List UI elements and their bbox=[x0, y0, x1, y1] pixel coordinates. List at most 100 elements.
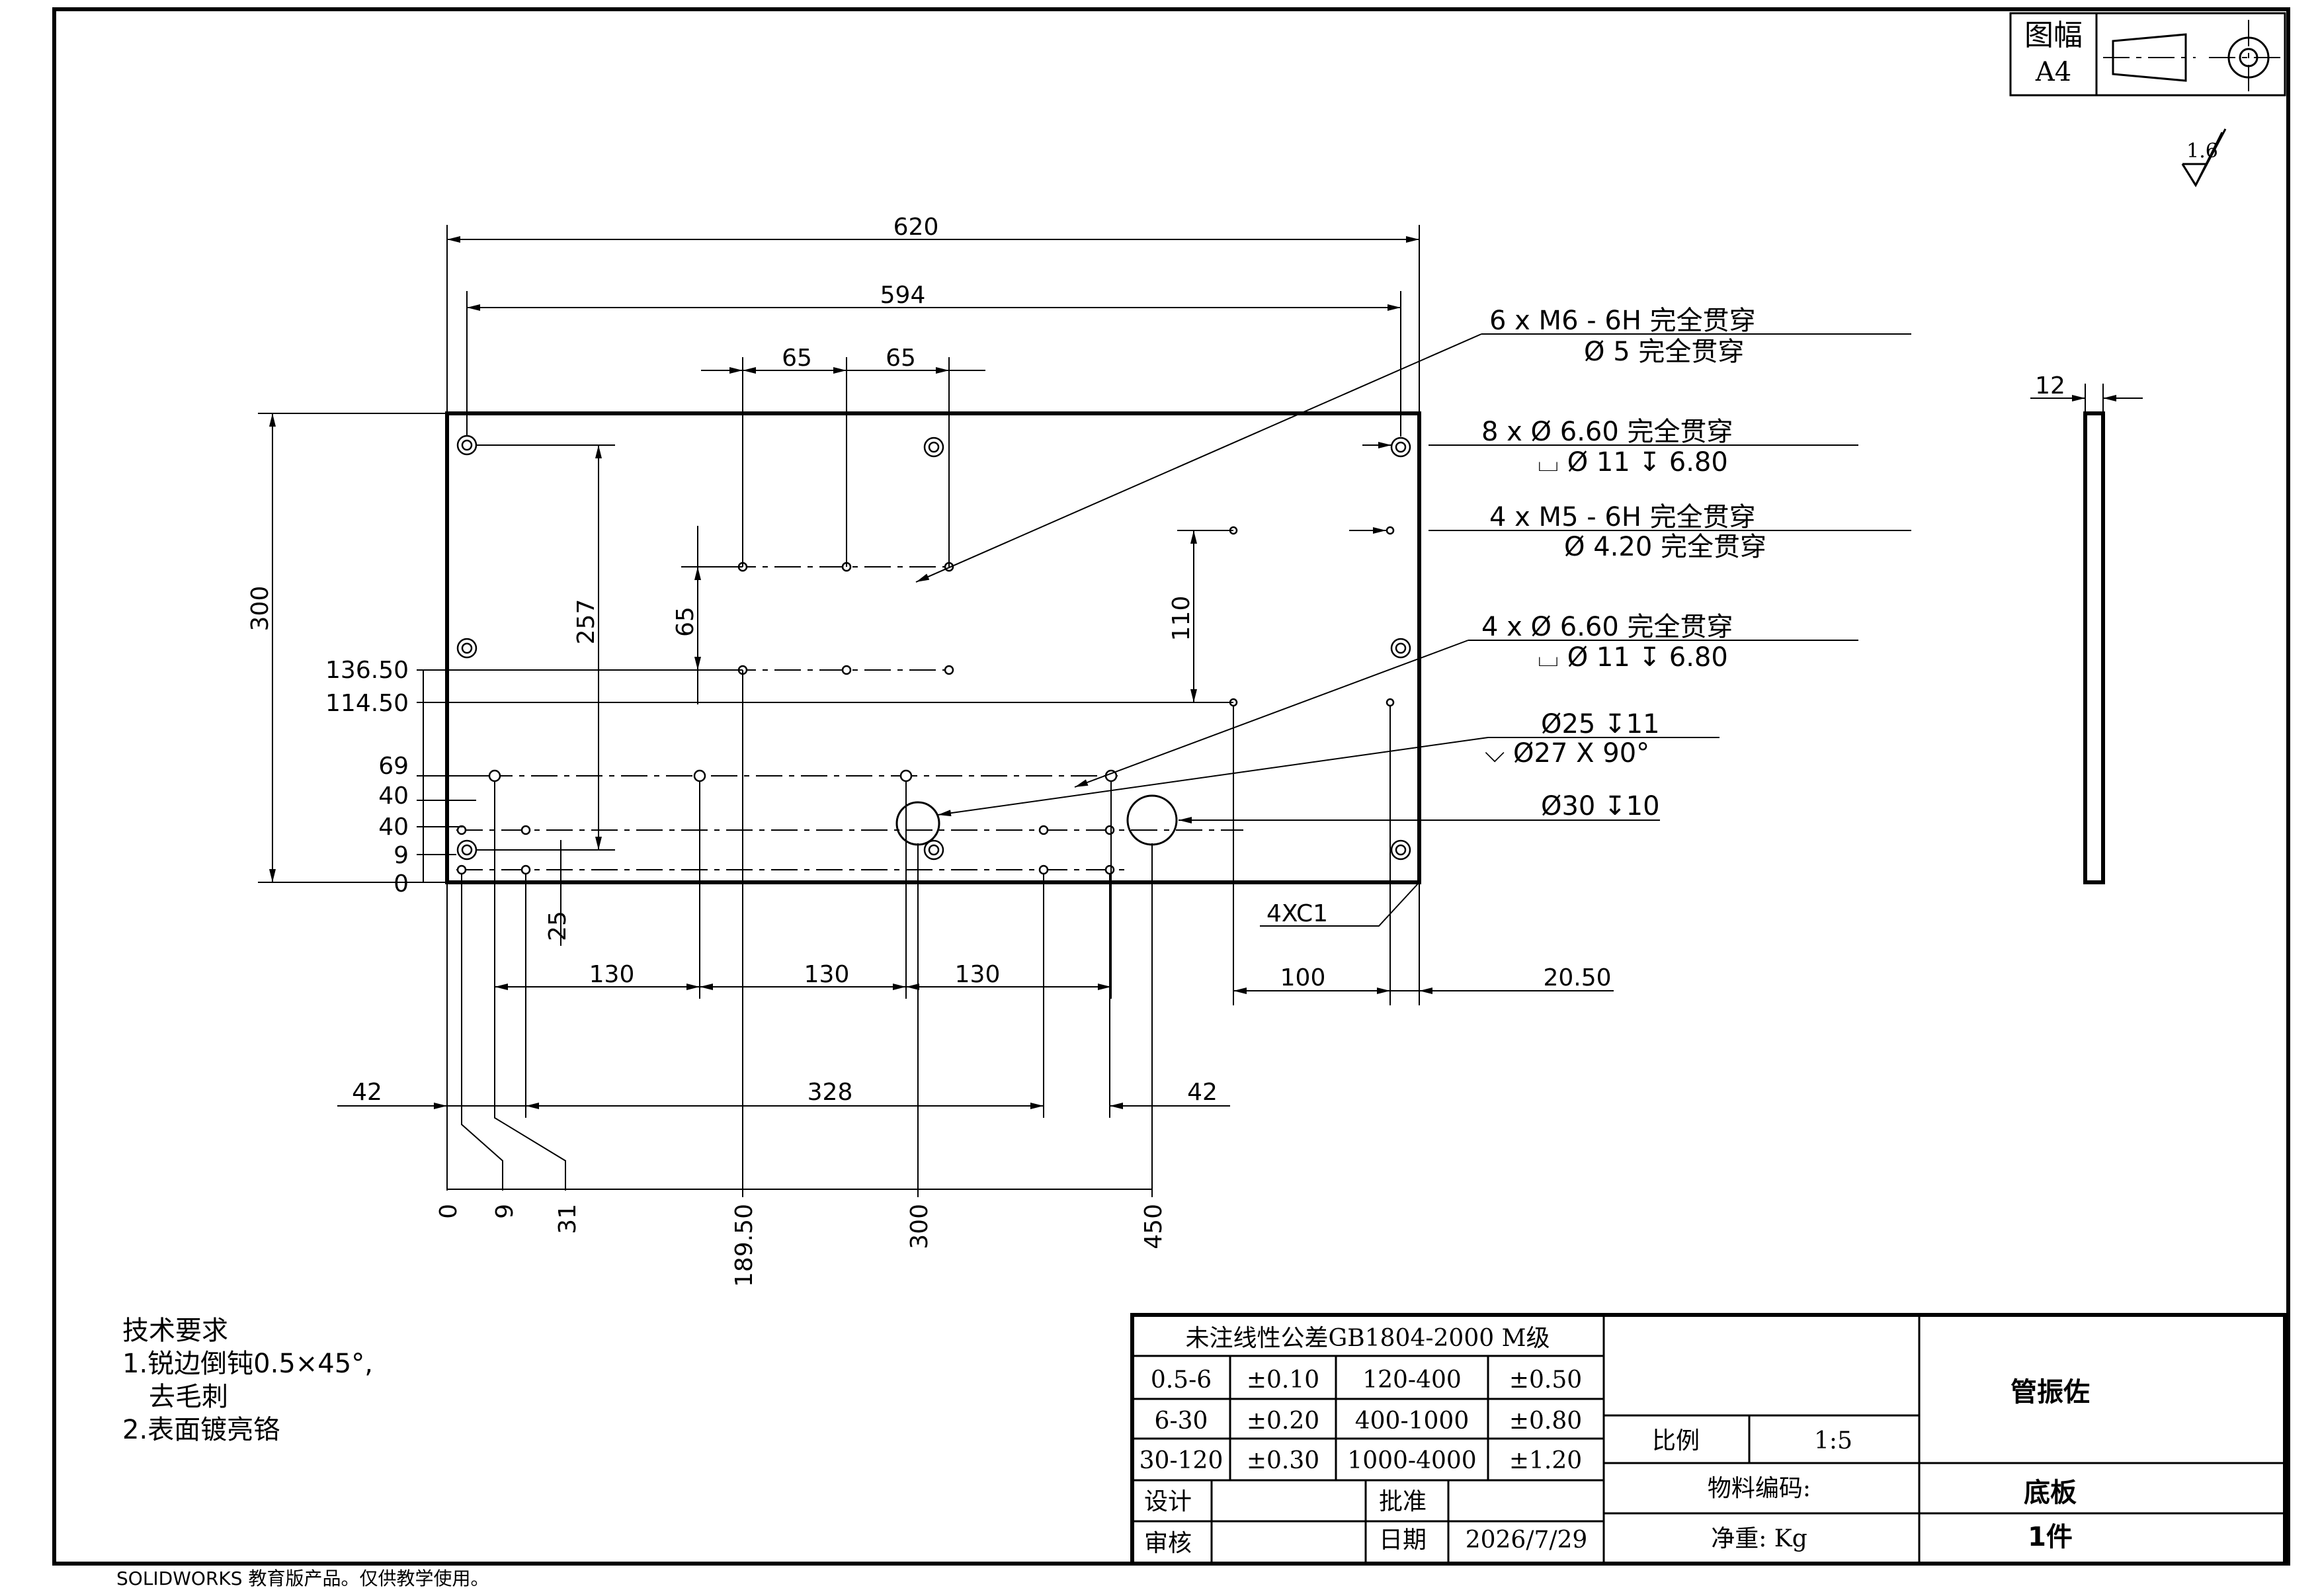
format-label: 图幅 bbox=[2024, 19, 2083, 52]
dimension-65-vertical: 65 bbox=[672, 526, 743, 704]
callout-66-8x-line1: 8 x Ø 6.60 完全贯穿 bbox=[1481, 417, 1733, 447]
dimension-110: 110 bbox=[1168, 530, 1233, 703]
dim-100: 100 bbox=[1280, 964, 1326, 991]
dim-x-300: 300 bbox=[906, 1204, 933, 1249]
scale-value: 1:5 bbox=[1814, 1427, 1852, 1454]
dim-110: 110 bbox=[1168, 596, 1195, 642]
dim-130-c: 130 bbox=[955, 961, 1001, 988]
part-name: 底板 bbox=[2024, 1478, 2077, 1508]
callout-m6-line1: 6 x M6 - 6H 完全贯穿 bbox=[1489, 306, 1756, 336]
threaded-hole bbox=[944, 665, 954, 675]
through-hole bbox=[693, 769, 706, 782]
ordinate-x: 0 9 31 189.50 300 450 bbox=[435, 670, 1167, 1287]
counterbore-hole bbox=[923, 839, 944, 861]
plate-outline bbox=[445, 411, 1421, 884]
footer-watermark: SOLIDWORKS 教育版产品。仅供教学使用。 bbox=[116, 1568, 489, 1589]
tol-r0-c1: ±0.10 bbox=[1247, 1366, 1319, 1394]
tech-notes-item2: 2.表面镀亮铬 bbox=[122, 1415, 280, 1445]
dim-y-136: 136.50 bbox=[325, 657, 409, 684]
small-hole bbox=[1038, 825, 1049, 835]
dimension-300-vertical: 300 bbox=[247, 413, 447, 883]
counterbore-hole bbox=[1390, 638, 1411, 659]
dimension-42-328-42: 42 328 42 bbox=[337, 873, 1230, 1118]
dim-12: 12 bbox=[2035, 372, 2065, 399]
tol-r2-c3: ±1.20 bbox=[1509, 1447, 1582, 1474]
tol-r2-c1: ±0.30 bbox=[1247, 1447, 1319, 1474]
small-hole bbox=[1038, 864, 1049, 875]
dimension-257: 257 bbox=[476, 444, 615, 851]
tol-r1-c3: ±0.80 bbox=[1509, 1407, 1582, 1435]
counterbore-hole bbox=[456, 638, 477, 659]
scale-label: 比例 bbox=[1652, 1427, 1700, 1454]
dim-y-69: 69 bbox=[378, 753, 409, 780]
dimension-130-chain: 130 130 130 bbox=[494, 780, 1112, 999]
dim-x-0: 0 bbox=[435, 1204, 462, 1219]
callout-30-line1: Ø30 ↧10 bbox=[1541, 791, 1660, 821]
small-hole bbox=[1104, 864, 1115, 875]
roughness-value: 1.6 bbox=[2186, 140, 2218, 163]
tol-r0-c0: 0.5-6 bbox=[1151, 1366, 1212, 1394]
small-hole bbox=[520, 864, 531, 875]
review-label: 审核 bbox=[1144, 1530, 1192, 1557]
dim-130-b: 130 bbox=[804, 961, 850, 988]
dim-y-40b: 40 bbox=[378, 814, 409, 841]
through-hole bbox=[899, 769, 913, 782]
callout-25-line2: ⌵ Ø27 X 90° bbox=[1485, 738, 1649, 769]
company-name: 管振佐 bbox=[2010, 1377, 2090, 1407]
holes bbox=[456, 435, 1411, 875]
approve-label: 批准 bbox=[1379, 1488, 1427, 1515]
ordinate-y: 136.50 114.50 69 40 40 9 0 bbox=[325, 657, 1233, 898]
counterbore-hole bbox=[456, 839, 477, 861]
callout-66-4x-line1: 4 x Ø 6.60 完全贯穿 bbox=[1481, 612, 1733, 642]
dim-130-a: 130 bbox=[589, 961, 635, 988]
tol-r1-c2: 400-1000 bbox=[1355, 1407, 1470, 1435]
tol-r2-c2: 1000-4000 bbox=[1347, 1447, 1476, 1474]
tech-notes-title: 技术要求 bbox=[122, 1316, 228, 1346]
counterbore-hole bbox=[1390, 839, 1411, 861]
callout-66-4x: 4 x Ø 6.60 完全贯穿 ⌴ Ø 11 ↧ 6.80 bbox=[1074, 612, 1858, 788]
tol-r0-c2: 120-400 bbox=[1362, 1366, 1462, 1394]
small-hole bbox=[1104, 825, 1115, 835]
callout-66-8x-line2: ⌴ Ø 11 ↧ 6.80 bbox=[1538, 447, 1728, 478]
dim-y-40a: 40 bbox=[378, 782, 409, 810]
dimension-620: 620 bbox=[446, 214, 1420, 413]
callout-m5-line1: 4 x M5 - 6H 完全贯穿 bbox=[1489, 502, 1756, 532]
dimension-25: 25 bbox=[544, 840, 571, 946]
dim-65-b: 65 bbox=[886, 345, 916, 372]
callout-66-4x-line2: ⌴ Ø 11 ↧ 6.80 bbox=[1538, 642, 1728, 673]
small-hole bbox=[520, 825, 531, 835]
material-code-label: 物料编码: bbox=[1708, 1475, 1811, 1502]
dim-65-v: 65 bbox=[672, 607, 699, 637]
dimension-100-2050: 100 20.50 bbox=[1233, 706, 1614, 1005]
format-size: A4 bbox=[2035, 57, 2071, 87]
dim-x-450: 450 bbox=[1140, 1204, 1167, 1249]
tol-r0-c3: ±0.50 bbox=[1509, 1366, 1582, 1394]
dimension-65-pair: 65 65 bbox=[701, 345, 985, 567]
callout-m5-line2: Ø 4.20 完全贯穿 bbox=[1564, 532, 1766, 562]
callout-66-8x: 8 x Ø 6.60 完全贯穿 ⌴ Ø 11 ↧ 6.80 bbox=[1362, 417, 1858, 478]
callout-25-cbore: Ø25 ↧11 ⌵ Ø27 X 90° bbox=[937, 709, 1719, 817]
counterbore-hole bbox=[923, 437, 944, 458]
title-block: 未注线性公差GB1804-2000 M级 0.5-6 ±0.10 120-400… bbox=[1130, 1313, 2287, 1566]
dim-x-31: 31 bbox=[554, 1204, 581, 1234]
dim-300: 300 bbox=[247, 586, 274, 632]
net-weight-label: 净重: Kg bbox=[1711, 1525, 1807, 1552]
threaded-hole bbox=[841, 665, 852, 675]
dim-y-0: 0 bbox=[394, 870, 409, 898]
dim-328: 328 bbox=[808, 1079, 853, 1106]
part-quantity: 1件 bbox=[2028, 1522, 2073, 1552]
dim-y-114: 114.50 bbox=[325, 690, 409, 717]
design-label: 设计 bbox=[1144, 1488, 1192, 1515]
counterbore-hole bbox=[456, 435, 477, 456]
side-view: 12 bbox=[2030, 372, 2143, 884]
dim-2050: 20.50 bbox=[1543, 964, 1611, 991]
dim-x-9: 9 bbox=[491, 1204, 518, 1219]
callout-25-line1: Ø25 ↧11 bbox=[1541, 709, 1660, 739]
threaded-hole bbox=[1386, 698, 1395, 707]
callout-m5: 4 x M5 - 6H 完全贯穿 Ø 4.20 完全贯穿 bbox=[1349, 502, 1911, 562]
large-hole-25 bbox=[895, 801, 940, 846]
dim-65-a: 65 bbox=[782, 345, 812, 372]
chamfer-callout: 4XC1 bbox=[1260, 882, 1420, 927]
callout-m6-line2: Ø 5 完全贯穿 bbox=[1584, 337, 1744, 367]
